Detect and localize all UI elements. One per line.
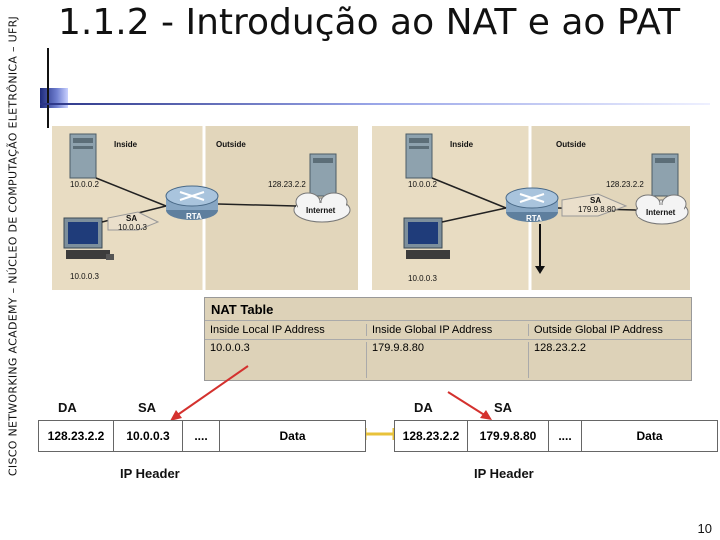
- left-diagram-svg: [52, 126, 358, 290]
- server-ip: 128.23.2.2: [606, 180, 644, 189]
- right-header-ellipsis-field: ....: [549, 421, 582, 451]
- workstation-icon: [403, 217, 450, 259]
- right-header-sa-field: 179.9.8.80: [468, 421, 549, 451]
- sa-label: SA: [590, 196, 602, 205]
- server-tower-icon: [405, 133, 433, 179]
- right-ip-header: 128.23.2.2 179.9.8.80 .... Data: [394, 420, 718, 452]
- left-header-sa-field: 10.0.0.3: [114, 421, 183, 451]
- internet-cloud-icon: [635, 194, 689, 225]
- left-header-data-field: Data: [279, 429, 306, 443]
- router-label: RTA: [186, 212, 202, 221]
- nat-header-inside-global: Inside Global IP Address: [367, 324, 529, 336]
- server-tower-icon: [69, 133, 97, 179]
- left-header-caption: IP Header: [120, 466, 180, 481]
- right-header-caption: IP Header: [474, 466, 534, 481]
- host1-ip: 10.0.0.2: [408, 180, 437, 189]
- server-ip: 128.23.2.2: [268, 180, 306, 189]
- nat-cell-inside-local: 10.0.0.3: [205, 342, 367, 378]
- nat-cell-inside-global: 179.9.8.80: [367, 342, 529, 378]
- link-line: [217, 203, 297, 207]
- server-tower-icon: [309, 153, 337, 197]
- host1-ip: 10.0.0.2: [70, 180, 99, 189]
- outside-label: Outside: [556, 140, 586, 149]
- internet-cloud-icon: [293, 192, 351, 223]
- nat-table-row: 10.0.0.3 179.9.8.80 128.23.2.2: [205, 342, 691, 378]
- title-vertical-rule-lower: [47, 88, 49, 112]
- red-arrow-line: [447, 391, 487, 417]
- page-title: 1.1.2 - Introdução ao NAT e ao PAT: [58, 2, 681, 43]
- left-header-da-field: 128.23.2.2: [39, 421, 114, 451]
- left-da-label: DA: [58, 400, 77, 415]
- host2-ip: 10.0.0.3: [408, 274, 437, 283]
- link-line: [431, 177, 507, 209]
- page-number: 10: [697, 521, 712, 536]
- right-diagram-svg: [372, 126, 690, 290]
- nat-table-title: NAT Table: [211, 302, 274, 317]
- nat-cell-outside-global: 128.23.2.2: [534, 342, 586, 354]
- server-tower-icon: [651, 153, 679, 197]
- router-label: RTA: [526, 214, 542, 223]
- host2-ip: 10.0.0.3: [70, 272, 99, 281]
- workstation-icon: [63, 217, 114, 260]
- nat-header-inside-local: Inside Local IP Address: [205, 324, 367, 336]
- inside-label: Inside: [114, 140, 138, 149]
- router-icon: [165, 185, 219, 220]
- sa-label: SA: [126, 214, 138, 223]
- right-sa-label: SA: [494, 400, 513, 415]
- title-horizontal-rule: [40, 103, 710, 105]
- packet-shape: [561, 193, 628, 217]
- cloud-label: Internet: [646, 208, 676, 217]
- left-network-diagram: Inside Outside 10.0.0.2 10.0.0.3 SA 10.0…: [52, 126, 358, 290]
- left-sa-label: SA: [138, 400, 157, 415]
- down-arrow-icon: [535, 266, 545, 274]
- cloud-label: Internet: [306, 206, 336, 215]
- nat-table-header-row: Inside Local IP Address Inside Global IP…: [205, 320, 691, 340]
- left-ip-header: 128.23.2.2 10.0.0.3 .... Data: [38, 420, 366, 452]
- nat-table: NAT Table Inside Local IP Address Inside…: [204, 297, 692, 381]
- right-network-diagram: Inside Outside 10.0.0.2 10.0.0.3 SA 179.…: [372, 126, 690, 290]
- right-da-label: DA: [414, 400, 433, 415]
- right-header-da-field: 128.23.2.2: [395, 421, 468, 451]
- right-header-data-field: Data: [636, 429, 663, 443]
- link-line: [95, 177, 167, 207]
- red-arrow-line: [175, 365, 249, 417]
- sa-value: 179.9.8.80: [578, 205, 616, 214]
- nat-header-outside-global: Outside Global IP Address: [534, 324, 663, 336]
- router-icon: [505, 187, 559, 222]
- red-arrow-head-icon: [480, 410, 492, 420]
- outside-label: Outside: [216, 140, 246, 149]
- link-line: [441, 207, 507, 223]
- left-header-ellipsis-field: ....: [183, 421, 220, 451]
- packet-shape: [107, 211, 160, 231]
- inside-label: Inside: [450, 140, 474, 149]
- red-arrow-head-icon: [170, 410, 182, 421]
- sa-value: 10.0.0.3: [118, 223, 147, 232]
